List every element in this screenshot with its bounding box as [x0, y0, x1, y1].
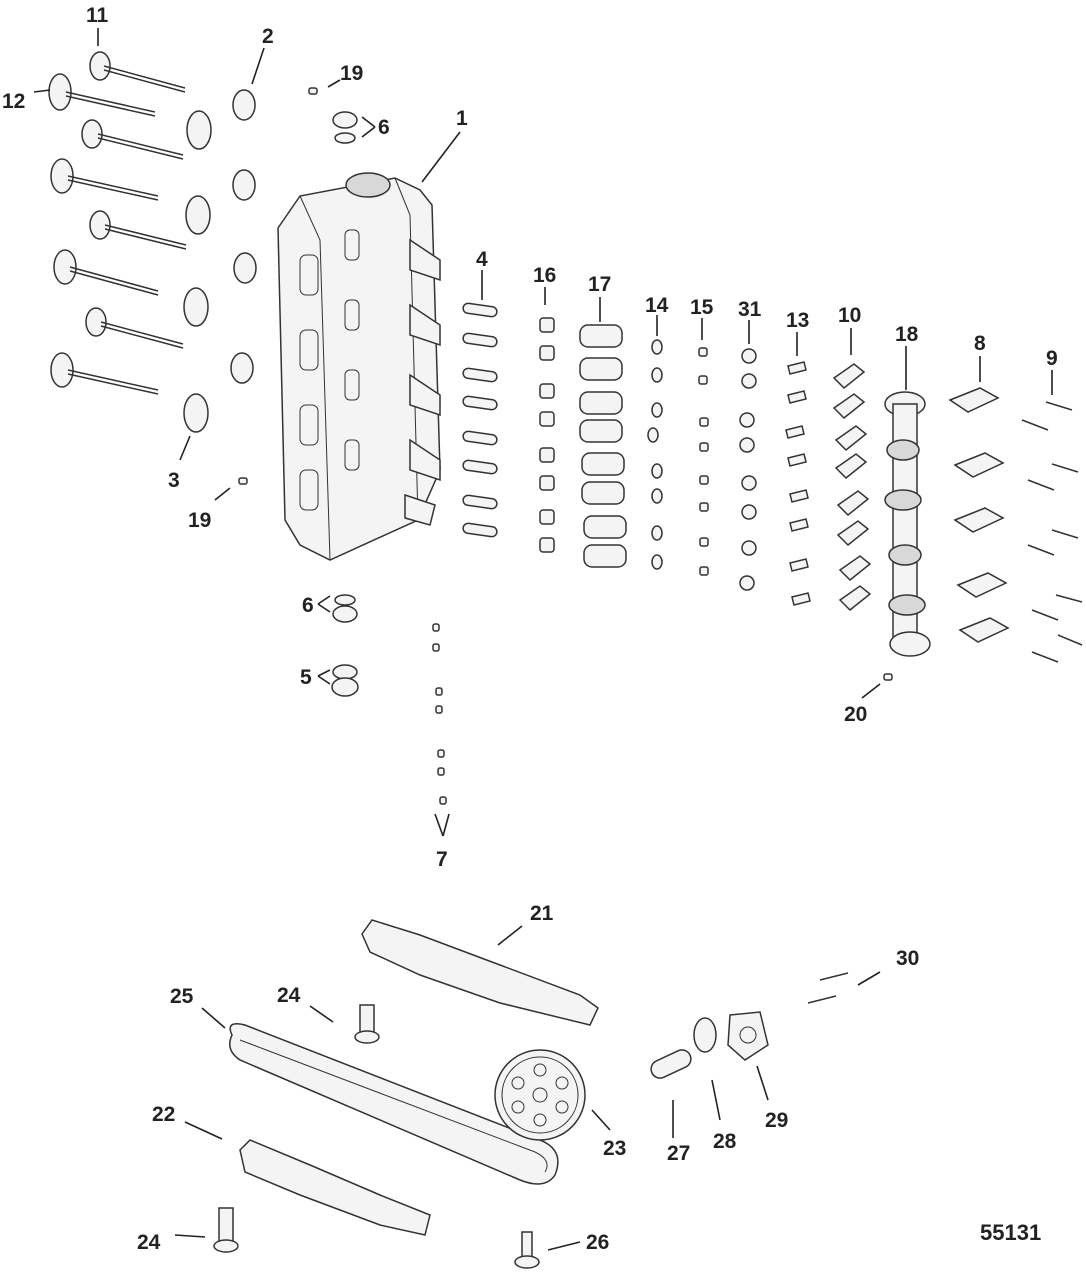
timing-chain [229, 1023, 559, 1185]
camshaft-cap-bolts [1021, 401, 1083, 663]
callout-27: 27 [667, 1142, 690, 1165]
callout-6-upper: 6 [378, 116, 390, 139]
callout-7: 7 [436, 848, 448, 871]
callout-labels: 1 2 3 4 5 6 6 7 8 9 10 11 12 13 14 15 16… [2, 4, 1058, 1254]
callout-11: 11 [86, 4, 109, 27]
callout-3: 3 [168, 469, 180, 492]
camshaft-caps [948, 387, 1010, 643]
valve-stem-seals [539, 317, 555, 553]
callout-8: 8 [974, 332, 986, 355]
dowel-pins [462, 302, 498, 538]
callout-29: 29 [765, 1109, 788, 1132]
callout-25: 25 [170, 985, 194, 1008]
adjusting-screws [785, 361, 811, 606]
callout-24-lower: 24 [137, 1231, 161, 1254]
callout-28: 28 [713, 1130, 737, 1153]
callout-13: 13 [786, 309, 809, 332]
callout-22: 22 [152, 1103, 175, 1126]
small-parts-7 [432, 623, 447, 805]
rocker-arms [832, 363, 872, 612]
callout-10: 10 [838, 304, 861, 327]
callout-19-upper: 19 [340, 62, 363, 85]
callout-24-upper: 24 [277, 984, 301, 1007]
spring-retainers [647, 339, 663, 570]
callout-5: 5 [300, 666, 312, 689]
callout-14: 14 [645, 294, 669, 317]
callout-2: 2 [262, 25, 274, 48]
camshaft-sprocket [494, 1049, 586, 1141]
callout-12: 12 [2, 90, 25, 113]
callout-20: 20 [844, 703, 867, 726]
callout-9: 9 [1046, 347, 1058, 370]
leader-lines [33, 28, 1053, 1251]
callout-31: 31 [738, 298, 762, 321]
valve-springs [579, 324, 627, 568]
callout-17: 17 [588, 273, 611, 296]
callout-26: 26 [586, 1231, 609, 1254]
callout-30: 30 [896, 947, 919, 970]
valve-keepers [698, 347, 709, 576]
callout-19-lower: 19 [188, 509, 211, 532]
callout-15: 15 [690, 296, 714, 319]
callout-6-lower: 6 [302, 594, 314, 617]
cylinder-head [277, 172, 441, 561]
chain-guides [239, 919, 599, 1236]
chain-tensioner [650, 972, 849, 1079]
callout-21: 21 [530, 902, 554, 925]
callout-1: 1 [456, 107, 468, 130]
valve-seals [183, 89, 257, 433]
valves [48, 51, 187, 395]
callout-23: 23 [603, 1137, 626, 1160]
camshaft [884, 391, 931, 657]
small-pins-and-plugs [238, 87, 893, 697]
callout-18: 18 [895, 323, 919, 346]
guide-bolts [213, 1004, 540, 1269]
callout-4: 4 [476, 248, 488, 271]
hex-nuts [739, 348, 757, 591]
callout-16: 16 [533, 264, 556, 287]
figure-id: 55131 [980, 1220, 1041, 1245]
